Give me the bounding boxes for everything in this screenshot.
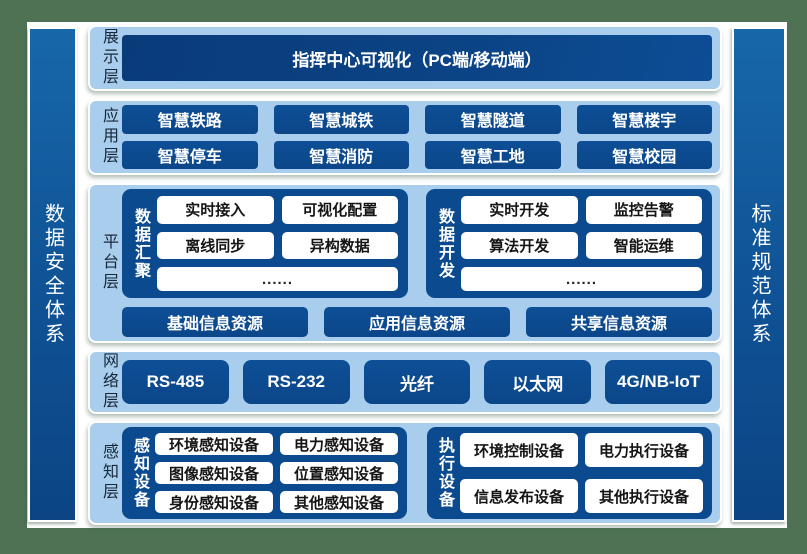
sensing-device-item: 电力感知设备 bbox=[280, 433, 398, 455]
perception-groups-row: 感知设备 环境感知设备 电力感知设备 图像感知设备 位置感知设备 身份感知设备 … bbox=[122, 427, 712, 519]
layer-display-label: 展示层 bbox=[100, 28, 117, 88]
resource-item: 应用信息资源 bbox=[324, 307, 510, 337]
platform-capability-item: 可视化配置 bbox=[281, 196, 398, 224]
platform-capability-item: 实时接入 bbox=[157, 196, 274, 224]
layer-display-label-column: 展示层 bbox=[96, 28, 120, 88]
sensing-device-item: 身份感知设备 bbox=[155, 491, 273, 513]
platform-capability-item: 离线同步 bbox=[157, 231, 274, 260]
sensing-device-item: 环境感知设备 bbox=[155, 433, 273, 455]
network-row: RS-485 RS-232 光纤 以太网 4G/NB-IoT bbox=[122, 360, 712, 404]
command-center-banner: 指挥中心可视化（PC端/移动端） bbox=[122, 35, 712, 81]
application-grid: 智慧铁路 智慧城铁 智慧隧道 智慧楼宇 智慧停车 智慧消防 智慧工地 智慧校园 bbox=[122, 105, 712, 169]
layer-perception-content: 感知设备 环境感知设备 电力感知设备 图像感知设备 位置感知设备 身份感知设备 … bbox=[122, 427, 712, 519]
layer-network-label: 网络层 bbox=[100, 352, 117, 412]
platform-capability-item: 异构数据 bbox=[281, 231, 398, 260]
actuator-device-item: 环境控制设备 bbox=[460, 433, 578, 467]
layer-display: 展示层 指挥中心可视化（PC端/移动端） bbox=[88, 25, 722, 91]
perception-group-sensing-devices-label: 感知设备 bbox=[131, 437, 148, 509]
layer-application-label: 应用层 bbox=[100, 107, 117, 167]
application-item: 智慧城铁 bbox=[273, 105, 409, 134]
sensing-device-item: 位置感知设备 bbox=[280, 462, 398, 484]
layer-platform-label-column: 平台层 bbox=[96, 233, 120, 293]
platform-group-data-aggregation: 数据汇聚 实时接入 可视化配置 离线同步 异构数据 ...... bbox=[122, 189, 408, 298]
application-item: 智慧隧道 bbox=[425, 105, 561, 134]
actuator-devices-grid: 环境控制设备 电力执行设备 信息发布设备 其他执行设备 bbox=[460, 433, 703, 513]
actuator-device-item: 其他执行设备 bbox=[585, 479, 703, 513]
network-item: 以太网 bbox=[484, 360, 592, 404]
layer-network-content: RS-485 RS-232 光纤 以太网 4G/NB-IoT bbox=[122, 356, 712, 408]
platform-capability-item: 智能运维 bbox=[585, 231, 702, 260]
platform-group-data-aggregation-grid: 实时接入 可视化配置 离线同步 异构数据 ...... bbox=[157, 196, 398, 291]
application-item: 智慧停车 bbox=[122, 140, 258, 169]
sensing-devices-grid: 环境感知设备 电力感知设备 图像感知设备 位置感知设备 身份感知设备 其他感知设… bbox=[155, 433, 398, 513]
resource-item: 共享信息资源 bbox=[526, 307, 712, 337]
application-item: 智慧校园 bbox=[576, 140, 712, 169]
platform-group-data-aggregation-label: 数据汇聚 bbox=[132, 207, 149, 280]
layer-network-label-column: 网络层 bbox=[96, 352, 120, 412]
network-item: 4G/NB-IoT bbox=[605, 360, 712, 404]
network-item: RS-232 bbox=[242, 360, 350, 404]
platform-capability-item: 监控告警 bbox=[585, 196, 702, 224]
layer-application-label-column: 应用层 bbox=[96, 107, 120, 167]
perception-group-actuator-devices-label: 执行设备 bbox=[436, 437, 453, 509]
layer-display-content: 指挥中心可视化（PC端/移动端） bbox=[122, 31, 712, 85]
sensing-device-item: 图像感知设备 bbox=[155, 462, 273, 484]
resource-item: 基础信息资源 bbox=[122, 307, 308, 337]
platform-capability-ellipsis: ...... bbox=[461, 267, 702, 291]
application-item: 智慧工地 bbox=[425, 140, 561, 169]
actuator-device-item: 信息发布设备 bbox=[460, 479, 578, 513]
standards-bar-label: 标准规范体系 bbox=[748, 202, 770, 347]
layer-platform: 平台层 数据汇聚 实时接入 可视化配置 离线同步 异构数据 ...... 数据开… bbox=[88, 183, 722, 343]
layer-perception-label-column: 感知层 bbox=[96, 443, 120, 503]
platform-group-data-development: 数据开发 实时开发 监控告警 算法开发 智能运维 ...... bbox=[426, 189, 712, 298]
application-item: 智慧楼宇 bbox=[576, 105, 712, 134]
platform-groups-row: 数据汇聚 实时接入 可视化配置 离线同步 异构数据 ...... 数据开发 实时… bbox=[122, 189, 712, 298]
layer-perception: 感知层 感知设备 环境感知设备 电力感知设备 图像感知设备 位置感知设备 身份感… bbox=[88, 421, 722, 525]
actuator-device-item: 电力执行设备 bbox=[585, 433, 703, 467]
network-item: 光纤 bbox=[363, 360, 471, 404]
platform-resources-row: 基础信息资源 应用信息资源 共享信息资源 bbox=[122, 307, 712, 337]
perception-group-actuator-devices: 执行设备 环境控制设备 电力执行设备 信息发布设备 其他执行设备 bbox=[427, 427, 712, 519]
platform-capability-ellipsis: ...... bbox=[157, 267, 398, 291]
layer-platform-label: 平台层 bbox=[100, 233, 117, 293]
platform-group-data-development-grid: 实时开发 监控告警 算法开发 智能运维 ...... bbox=[461, 196, 702, 291]
perception-group-sensing-devices: 感知设备 环境感知设备 电力感知设备 图像感知设备 位置感知设备 身份感知设备 … bbox=[122, 427, 407, 519]
layer-application: 应用层 智慧铁路 智慧城铁 智慧隧道 智慧楼宇 智慧停车 智慧消防 智慧工地 智… bbox=[88, 99, 722, 175]
layer-perception-label: 感知层 bbox=[100, 443, 117, 503]
platform-capability-item: 算法开发 bbox=[461, 231, 578, 260]
standards-bar: 标准规范体系 bbox=[732, 27, 786, 522]
layer-application-content: 智慧铁路 智慧城铁 智慧隧道 智慧楼宇 智慧停车 智慧消防 智慧工地 智慧校园 bbox=[122, 105, 712, 169]
data-security-bar: 数据安全体系 bbox=[28, 27, 77, 522]
data-security-bar-label: 数据安全体系 bbox=[41, 202, 64, 347]
application-item: 智慧消防 bbox=[273, 140, 409, 169]
sensing-device-item: 其他感知设备 bbox=[280, 491, 398, 513]
layer-platform-content: 数据汇聚 实时接入 可视化配置 离线同步 异构数据 ...... 数据开发 实时… bbox=[122, 189, 712, 337]
application-item: 智慧铁路 bbox=[122, 105, 258, 134]
layer-network: 网络层 RS-485 RS-232 光纤 以太网 4G/NB-IoT bbox=[88, 350, 722, 414]
platform-group-data-development-label: 数据开发 bbox=[436, 207, 453, 280]
platform-capability-item: 实时开发 bbox=[461, 196, 578, 224]
network-item: RS-485 bbox=[122, 360, 229, 404]
